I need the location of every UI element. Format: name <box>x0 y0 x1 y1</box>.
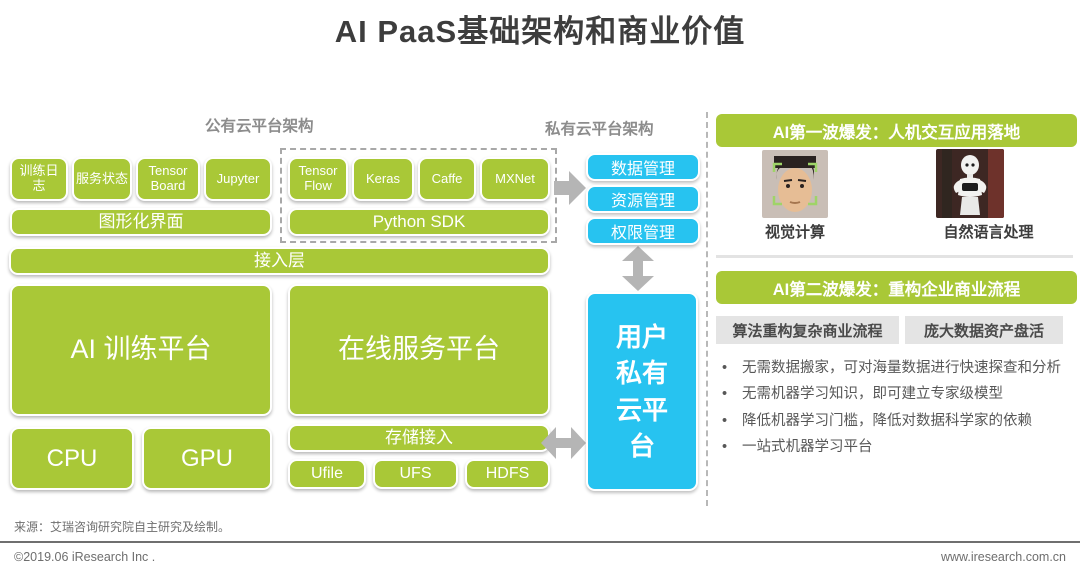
box-ufile: Ufile <box>288 459 366 489</box>
box-mxnet: MXNet <box>480 157 550 201</box>
right-panel-dashed-separator <box>706 112 708 506</box>
wave2-header: AI第二波爆发：重构企业商业流程 <box>716 271 1077 304</box>
arrow-right-icon <box>554 171 586 205</box>
box-gpu: GPU <box>142 427 272 490</box>
copyright-text: ©2019.06 iResearch Inc . <box>14 550 156 564</box>
wave2-chip-algorithm: 算法重构复杂商业流程 <box>716 316 899 344</box>
source-note: 来源：艾瑞咨询研究院自主研究及绘制。 <box>14 520 231 534</box>
wave2-chip-data: 庞大数据资产盘活 <box>905 316 1063 344</box>
box-storage-access: 存储接入 <box>288 424 550 452</box>
frameworks-dashed-outline <box>280 148 557 243</box>
box-python-sdk: Python SDK <box>288 208 550 236</box>
box-cpu: CPU <box>10 427 134 490</box>
bullet-item: 无需数据搬家，可对海量数据进行快速探查和分析 <box>718 357 1074 380</box>
robot-icon <box>936 149 1004 218</box>
website-link[interactable]: www.iresearch.com.cn <box>940 550 1066 564</box>
footer-rule <box>0 541 1080 543</box>
nlp-label: 自然语言处理 <box>943 224 1034 241</box>
box-resource-management: 资源管理 <box>586 185 700 213</box>
box-training-logs: 训练日志 <box>10 157 68 201</box>
private-cloud-label: 私有云平台架构 <box>545 121 654 138</box>
box-data-management: 数据管理 <box>586 153 700 181</box>
bullet-item: 一站式机器学习平台 <box>718 436 1074 459</box>
user-private-cloud-text: 用户私有云平台 <box>615 321 668 461</box>
box-caffe: Caffe <box>418 157 476 201</box>
visual-computing-label: 视觉计算 <box>764 224 825 241</box>
arrow-vertical-double-icon <box>622 246 654 291</box>
public-cloud-label: 公有云平台架构 <box>205 118 314 135</box>
bullet-item: 无需机器学习知识，即可建立专家级模型 <box>718 383 1074 406</box>
box-gui: 图形化界面 <box>10 208 272 236</box>
box-ai-training-platform: AI 训练平台 <box>10 284 272 416</box>
box-keras: Keras <box>352 157 414 201</box>
bullet-item: 降低机器学习门槛，降低对数据科学家的依赖 <box>718 410 1074 433</box>
box-jupyter: Jupyter <box>204 157 272 201</box>
right-panel-divider <box>716 255 1073 258</box>
box-ufs: UFS <box>373 459 458 489</box>
wave1-header: AI第一波爆发：人机交互应用落地 <box>716 114 1077 147</box>
box-user-private-cloud: 用户私有云平台 <box>586 292 698 491</box>
box-tensorboard: Tensor Board <box>136 157 200 201</box>
box-tensorflow: Tensor Flow <box>288 157 348 201</box>
face-detection-icon <box>762 150 828 218</box>
box-hdfs: HDFS <box>465 459 550 489</box>
box-access-layer: 接入层 <box>9 247 550 275</box>
wave2-bullet-list: 无需数据搬家，可对海量数据进行快速探查和分析 无需机器学习知识，即可建立专家级模… <box>718 357 1074 463</box>
nlp-robot-image <box>936 149 1004 218</box>
box-permission-management: 权限管理 <box>586 217 700 245</box>
visual-computing-image <box>762 150 828 218</box>
page-title: AI PaaS基础架构和商业价值 <box>334 14 746 49</box>
arrow-horizontal-double-icon <box>541 427 586 459</box>
box-service-status: 服务状态 <box>72 157 132 201</box>
box-online-service-platform: 在线服务平台 <box>288 284 550 416</box>
